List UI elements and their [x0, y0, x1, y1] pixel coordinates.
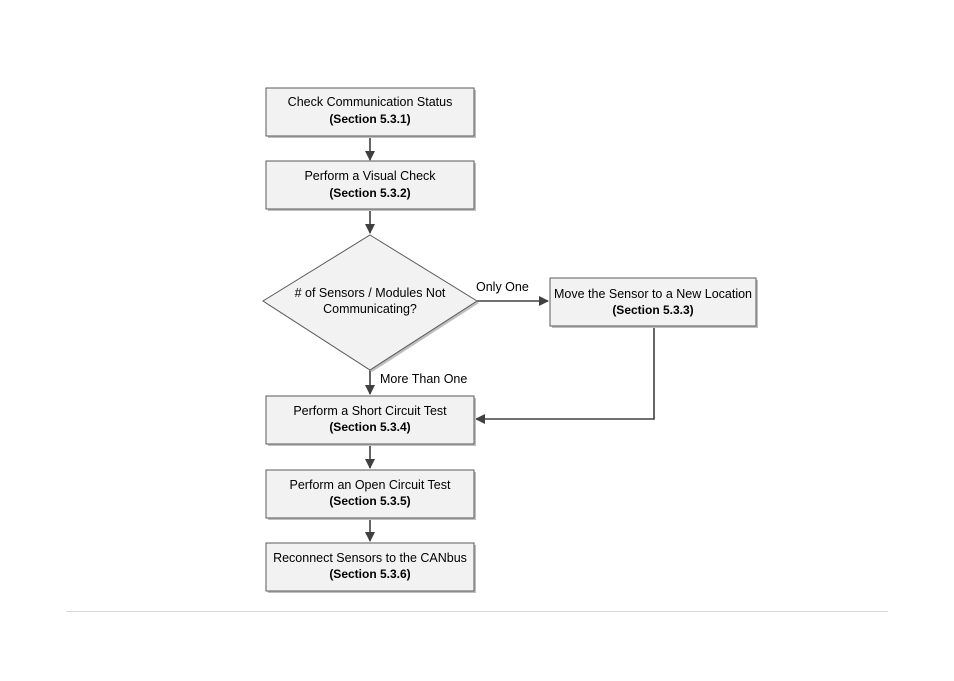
arrow-move-to-short [475, 326, 655, 424]
decision-line-2: Communicating? [323, 302, 417, 316]
node-visual-check: Perform a Visual Check (Section 5.3.2) [265, 160, 476, 211]
node-decision: # of Sensors / Modules Not Communicating… [262, 234, 479, 372]
connectors [365, 136, 655, 542]
node-section: (Section 5.3.6) [329, 567, 410, 581]
edge-label-more-than-one: More Than One [380, 372, 467, 386]
node-section: (Section 5.3.2) [329, 186, 410, 200]
node-title: Perform an Open Circuit Test [290, 478, 451, 492]
box [265, 87, 475, 137]
node-section: (Section 5.3.1) [329, 112, 410, 126]
node-title: Check Communication Status [288, 95, 453, 109]
node-move-sensor: Move the Sensor to a New Location (Secti… [549, 277, 758, 328]
box [265, 395, 475, 445]
node-title: Perform a Short Circuit Test [293, 404, 447, 418]
edge-label-only-one: Only One [476, 280, 529, 294]
box [549, 277, 757, 327]
diamond [262, 234, 478, 371]
node-section: (Section 5.3.4) [329, 420, 410, 434]
node-check-communication: Check Communication Status (Section 5.3.… [265, 87, 476, 138]
node-short-circuit: Perform a Short Circuit Test (Section 5.… [265, 395, 476, 446]
box [265, 469, 475, 519]
box [265, 542, 475, 592]
node-open-circuit: Perform an Open Circuit Test (Section 5.… [265, 469, 476, 520]
box [265, 160, 475, 210]
node-title: Perform a Visual Check [304, 169, 436, 183]
node-title: Reconnect Sensors to the CANbus [273, 551, 467, 565]
decision-line-1: # of Sensors / Modules Not [295, 286, 446, 300]
node-section: (Section 5.3.5) [329, 494, 410, 508]
page-divider [66, 611, 888, 612]
node-reconnect: Reconnect Sensors to the CANbus (Section… [265, 542, 476, 593]
node-title: Move the Sensor to a New Location [554, 287, 752, 301]
node-section: (Section 5.3.3) [612, 303, 693, 317]
